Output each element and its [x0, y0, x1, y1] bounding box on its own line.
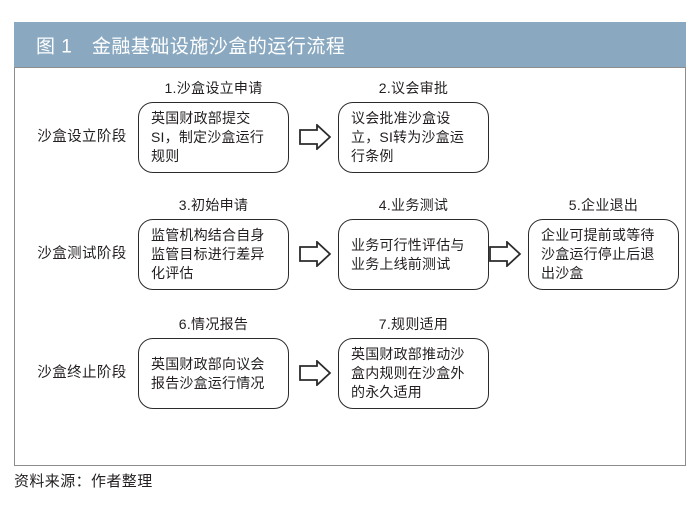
- flow-node-4[interactable]: 4.业务测试 业务可行性评估与业务上线前测试: [338, 195, 489, 310]
- flow-node-box[interactable]: 业务可行性评估与业务上线前测试: [338, 219, 489, 290]
- figure-title: 图 1 金融基础设施沙盒的运行流程: [36, 36, 346, 57]
- flow-node-3[interactable]: 3.初始申请 监管机构结合自身监管目标进行差异化评估: [138, 195, 289, 310]
- figure-source: 资料来源：作者整理: [14, 473, 153, 490]
- flow-node-title: 2.议会审批: [378, 80, 449, 96]
- stage-label-setup: 沙盒设立阶段: [37, 129, 127, 145]
- flow-node-text: 英国财政部推动沙盒内规则在沙盒外的永久适用: [351, 346, 465, 400]
- arrow-right-icon: [299, 124, 331, 150]
- arrow-right-icon: [299, 360, 331, 386]
- flow-node-6[interactable]: 6.情况报告 英国财政部向议会报告沙盒运行情况: [138, 314, 289, 429]
- flow-node-text: 监管机构结合自身监管目标进行差异化评估: [151, 227, 265, 281]
- flow-node-title: 7.规则适用: [378, 316, 449, 332]
- flow-node-7[interactable]: 7.规则适用 英国财政部推动沙盒内规则在沙盒外的永久适用: [338, 314, 489, 429]
- flow-node-box[interactable]: 监管机构结合自身监管目标进行差异化评估: [138, 219, 289, 290]
- flow-row: 沙盒测试阶段 3.初始申请 监管机构结合自身监管目标进行差异化评估 4.业务测试: [15, 195, 687, 310]
- flow-row: 沙盒设立阶段 1.沙盒设立申请 英国财政部提交SI，制定沙盒运行规则 2.议会审…: [15, 78, 687, 193]
- flow-node-title: 5.企业退出: [568, 197, 639, 213]
- flow-node-title: 4.业务测试: [378, 197, 449, 213]
- flow-node-text: 议会批准沙盒设立，SI转为沙盒运行条例: [351, 110, 465, 164]
- figure-title-bar: 图 1 金融基础设施沙盒的运行流程: [14, 22, 686, 67]
- flow-node-box[interactable]: 英国财政部推动沙盒内规则在沙盒外的永久适用: [338, 338, 489, 409]
- flow-node-box[interactable]: 英国财政部提交SI，制定沙盒运行规则: [138, 102, 289, 173]
- flow-node-5[interactable]: 5.企业退出 企业可提前或等待沙盒运行停止后退出沙盒: [528, 195, 679, 310]
- flow-node-text: 业务可行性评估与业务上线前测试: [351, 236, 465, 272]
- stage-label-termination: 沙盒终止阶段: [37, 365, 127, 381]
- arrow-right-icon: [299, 241, 331, 267]
- flow-node-text: 英国财政部向议会报告沙盒运行情况: [151, 355, 265, 391]
- flow-row: 沙盒终止阶段 6.情况报告 英国财政部向议会报告沙盒运行情况 7.规则适用 英国: [15, 314, 687, 429]
- stage-label-testing: 沙盒测试阶段: [37, 246, 127, 262]
- flow-node-box[interactable]: 议会批准沙盒设立，SI转为沙盒运行条例: [338, 102, 489, 173]
- flowchart: 沙盒设立阶段 1.沙盒设立申请 英国财政部提交SI，制定沙盒运行规则 2.议会审…: [15, 68, 687, 467]
- flow-node-text: 英国财政部提交SI，制定沙盒运行规则: [151, 110, 265, 164]
- figure-body: 沙盒设立阶段 1.沙盒设立申请 英国财政部提交SI，制定沙盒运行规则 2.议会审…: [14, 67, 686, 466]
- flow-node-box[interactable]: 企业可提前或等待沙盒运行停止后退出沙盒: [528, 219, 679, 290]
- figure-container: 图 1 金融基础设施沙盒的运行流程 沙盒设立阶段 1.沙盒设立申请 英国财政部提…: [14, 22, 686, 466]
- flow-node-title: 3.初始申请: [178, 197, 249, 213]
- flow-node-title: 6.情况报告: [178, 316, 249, 332]
- flow-node-title: 1.沙盒设立申请: [164, 80, 263, 96]
- flow-node-2[interactable]: 2.议会审批 议会批准沙盒设立，SI转为沙盒运行条例: [338, 78, 489, 193]
- flow-node-text: 企业可提前或等待沙盒运行停止后退出沙盒: [541, 227, 655, 281]
- arrow-right-icon: [489, 241, 521, 267]
- flow-node-box[interactable]: 英国财政部向议会报告沙盒运行情况: [138, 338, 289, 409]
- flow-node-1[interactable]: 1.沙盒设立申请 英国财政部提交SI，制定沙盒运行规则: [138, 78, 289, 193]
